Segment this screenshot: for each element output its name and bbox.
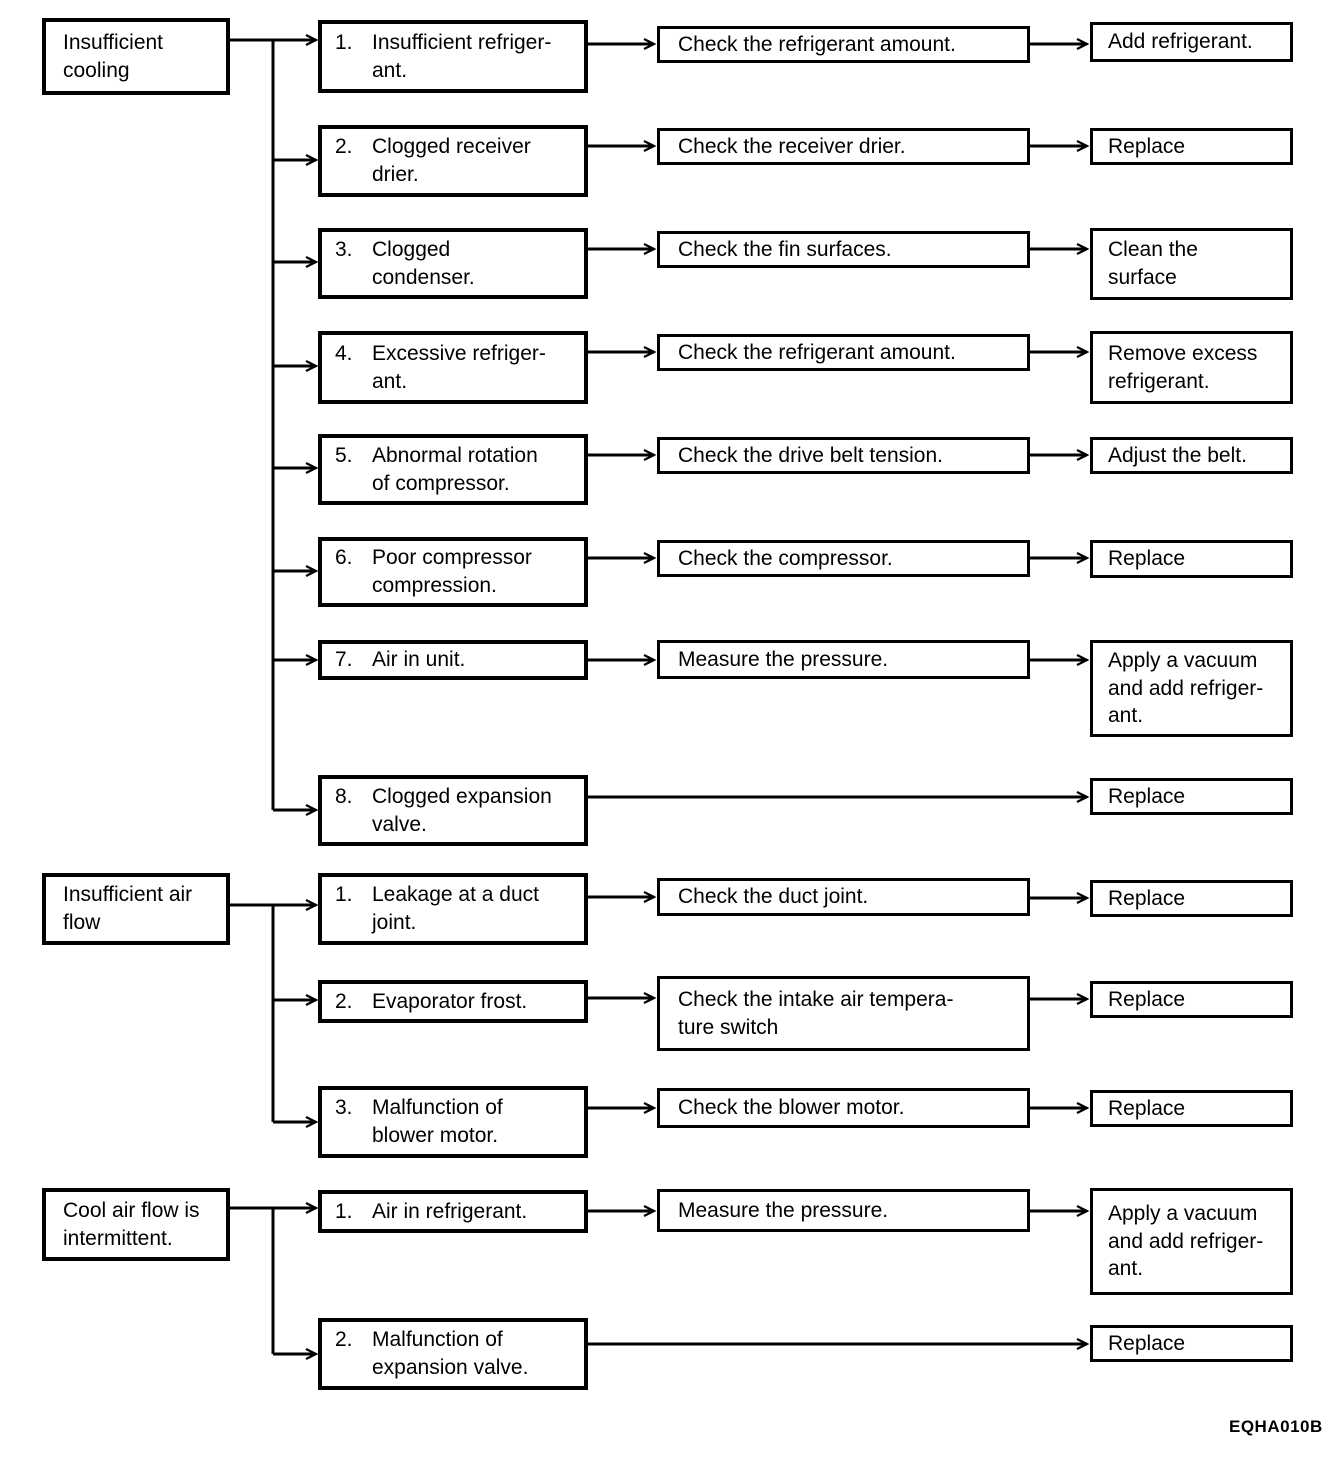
cause-label: Clogged expansion valve.: [372, 784, 552, 836]
check-label: Check the refrigerant amount.: [678, 32, 956, 56]
cause-label: Poor compressor compression.: [372, 546, 532, 597]
check-box: Measure the pressure.: [657, 1189, 1030, 1232]
cause-label: Clogged condenser.: [372, 237, 475, 289]
cause-number: 6.: [335, 546, 353, 570]
check-label: Check the duct joint.: [678, 885, 869, 909]
remedy-label: Clean the surface: [1108, 238, 1198, 289]
remedy-label: Replace: [1108, 784, 1186, 808]
cause-label: Insufficient refriger- ant.: [372, 30, 552, 82]
check-label: Check the blower motor.: [678, 1096, 905, 1120]
cause-number: 1.: [335, 30, 353, 54]
cause-number: 8.: [335, 784, 353, 808]
check-label: Check the compressor.: [678, 546, 893, 570]
check-label: Check the fin surfaces.: [678, 237, 892, 261]
check-label: Check the receiver drier.: [678, 134, 906, 158]
cause-box: 5. Abnormal rotation of compressor.: [318, 434, 588, 505]
symptom-label: Cool air flow is intermittent.: [63, 1198, 200, 1250]
check-label: Check the intake air tempera- ture switc…: [678, 987, 954, 1039]
cause-label: Clogged receiver drier.: [372, 135, 531, 186]
check-box: Check the refrigerant amount.: [657, 334, 1030, 371]
symptom-box: Cool air flow is intermittent.: [42, 1188, 230, 1261]
remedy-box: Replace: [1090, 778, 1293, 815]
cause-box: 2. Clogged receiver drier.: [318, 125, 588, 197]
cause-number: 4.: [335, 341, 353, 365]
remedy-label: Replace: [1108, 547, 1186, 571]
remedy-box: Add refrigerant.: [1090, 22, 1293, 62]
check-label: Measure the pressure.: [678, 647, 889, 671]
check-box: Check the drive belt tension.: [657, 437, 1030, 474]
remedy-label: Replace: [1108, 1096, 1186, 1120]
remedy-label: Replace: [1108, 1331, 1186, 1355]
diagram-code: EQHA010B: [1229, 1417, 1323, 1436]
cause-label: Air in unit.: [372, 648, 466, 672]
remedy-label: Replace: [1108, 134, 1186, 158]
check-box: Check the blower motor.: [657, 1088, 1030, 1128]
remedy-box: Replace: [1090, 1325, 1293, 1362]
cause-number: 7.: [335, 648, 353, 672]
cause-label: Malfunction of blower motor.: [372, 1096, 503, 1147]
check-box: Check the receiver drier.: [657, 128, 1030, 165]
check-box: Check the refrigerant amount.: [657, 26, 1030, 63]
cause-label: Leakage at a duct joint.: [372, 883, 539, 934]
cause-number: 3.: [335, 1096, 353, 1120]
cause-label: Excessive refriger- ant.: [372, 341, 546, 393]
check-box: Check the fin surfaces.: [657, 231, 1030, 268]
cause-box: 3. Malfunction of blower motor.: [318, 1086, 588, 1158]
remedy-box: Replace: [1090, 540, 1293, 578]
cause-number: 2.: [335, 989, 353, 1013]
remedy-label: Apply a vacuum and add refriger- ant.: [1108, 648, 1264, 728]
remedy-box: Apply a vacuum and add refriger- ant.: [1090, 1188, 1293, 1295]
check-box: Measure the pressure.: [657, 640, 1030, 679]
check-box: Check the intake air tempera- ture switc…: [657, 976, 1030, 1051]
cause-label: Malfunction of expansion valve.: [372, 1328, 529, 1379]
check-label: Measure the pressure.: [678, 1198, 889, 1222]
cause-box: 3. Clogged condenser.: [318, 228, 588, 299]
cause-box: 1. Air in refrigerant.: [318, 1190, 588, 1233]
cause-box: 7. Air in unit.: [318, 640, 588, 680]
remedy-label: Adjust the belt.: [1108, 443, 1247, 467]
cause-number: 1.: [335, 883, 353, 907]
remedy-label: Replace: [1108, 886, 1186, 910]
check-box: Check the compressor.: [657, 540, 1030, 577]
cause-box: 2. Evaporator frost.: [318, 980, 588, 1023]
remedy-box: Replace: [1090, 880, 1293, 917]
cause-label: Abnormal rotation of compressor.: [372, 443, 538, 495]
cause-number: 2.: [335, 1328, 353, 1352]
symptom-box: Insufficient cooling: [42, 18, 230, 95]
remedy-box: Clean the surface: [1090, 228, 1293, 300]
remedy-box: Adjust the belt.: [1090, 437, 1293, 474]
cause-box: 1. Insufficient refriger- ant.: [318, 20, 588, 93]
remedy-label: Remove excess refrigerant.: [1108, 341, 1258, 393]
remedy-box: Replace: [1090, 128, 1293, 165]
cause-number: 3.: [335, 237, 353, 261]
remedy-box: Remove excess refrigerant.: [1090, 331, 1293, 404]
symptom-label: Insufficient air flow: [63, 883, 193, 934]
cause-box: 4. Excessive refriger- ant.: [318, 331, 588, 404]
remedy-box: Replace: [1090, 1090, 1293, 1127]
check-label: Check the refrigerant amount.: [678, 340, 956, 364]
remedy-label: Apply a vacuum and add refriger- ant.: [1108, 1201, 1264, 1281]
cause-label: Evaporator frost.: [372, 989, 528, 1013]
remedy-box: Replace: [1090, 981, 1293, 1018]
cause-box: 6. Poor compressor compression.: [318, 537, 588, 607]
remedy-label: Add refrigerant.: [1108, 30, 1253, 54]
symptom-box: Insufficient air flow: [42, 873, 230, 945]
remedy-label: Replace: [1108, 987, 1186, 1011]
cause-number: 1.: [335, 1199, 353, 1223]
cause-label: Air in refrigerant.: [372, 1199, 528, 1223]
check-label: Check the drive belt tension.: [678, 443, 943, 467]
cause-box: 8. Clogged expansion valve.: [318, 775, 588, 846]
check-box: Check the duct joint.: [657, 878, 1030, 916]
symptom-label: Insufficient cooling: [63, 30, 164, 82]
cause-box: 1. Leakage at a duct joint.: [318, 873, 588, 945]
cause-number: 2.: [335, 135, 353, 159]
remedy-box: Apply a vacuum and add refriger- ant.: [1090, 640, 1293, 737]
cause-number: 5.: [335, 443, 353, 467]
cause-box: 2. Malfunction of expansion valve.: [318, 1318, 588, 1390]
